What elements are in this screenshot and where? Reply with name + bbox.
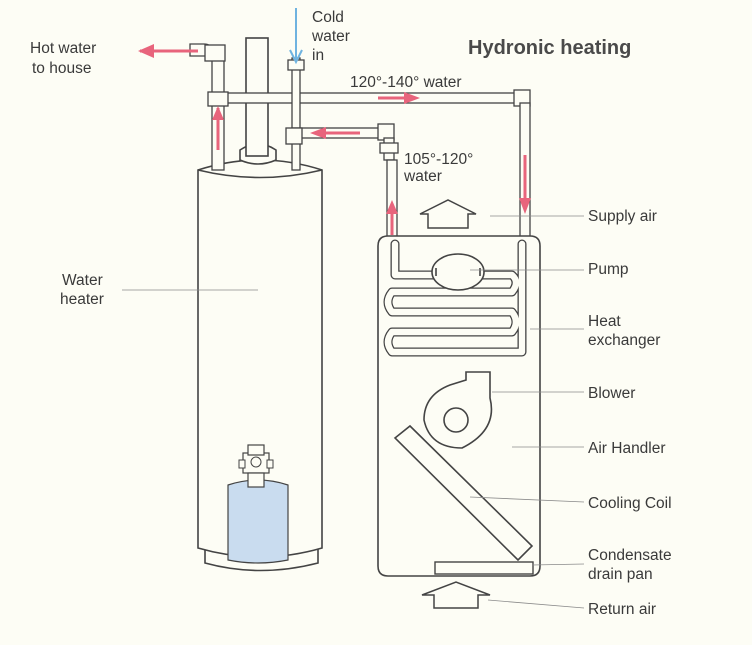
hot-riser-flow-arrow xyxy=(212,106,224,150)
air-handler xyxy=(377,235,541,577)
water-heater-label-line2: heater xyxy=(60,291,104,308)
gas-control-valve xyxy=(238,444,274,488)
burner-access-panel xyxy=(227,479,289,564)
cold-water-flow-arrow xyxy=(289,8,303,65)
pump xyxy=(431,253,485,291)
return-air-label: Return air xyxy=(588,601,656,618)
cold-water-label-line3: in xyxy=(312,47,324,64)
cold-water-label-line2: water xyxy=(311,28,350,45)
pump-label: Pump xyxy=(588,261,629,278)
hot-water-flow-arrow xyxy=(138,44,198,58)
return-water-flow-arrow xyxy=(310,127,360,139)
condensate-pan-label-line1: Condensate xyxy=(588,547,672,564)
hot-water-label-line2: to house xyxy=(32,60,91,77)
cooling-coil-label: Cooling Coil xyxy=(588,495,672,512)
return-air-arrow xyxy=(421,581,491,609)
heat-exchanger xyxy=(383,239,527,357)
heat-exchanger-label-line1: Heat xyxy=(588,313,621,330)
supply-temp-label: 120°-140° water xyxy=(350,74,462,91)
supply-air-label: Supply air xyxy=(588,208,657,225)
air-handler-label: Air Handler xyxy=(588,440,666,457)
return-temp-label-line1: 105°-120° xyxy=(404,151,473,168)
leader-lines xyxy=(122,215,585,609)
diagram-title: Hydronic heating xyxy=(468,37,631,59)
condensate-pan-label-line2: drain pan xyxy=(588,566,653,583)
return-temp-label-line2: water xyxy=(403,168,442,185)
blower-label: Blower xyxy=(588,385,635,402)
cold-water-label-line1: Cold xyxy=(312,9,344,26)
hot-water-label-line1: Hot water xyxy=(30,40,96,57)
air-handler-supply-flow-arrow xyxy=(519,155,531,214)
heat-exchanger-label-line2: exchanger xyxy=(588,332,660,349)
supply-air-arrow xyxy=(419,199,477,229)
water-heater-label-line1: Water xyxy=(62,272,103,289)
cooling-coil xyxy=(393,424,534,562)
supply-water-flow-arrow xyxy=(378,92,420,104)
condensate-drain-pan xyxy=(434,561,534,575)
return-riser-flow-arrow xyxy=(386,200,398,235)
water-heater xyxy=(197,159,323,572)
blower xyxy=(423,371,493,449)
